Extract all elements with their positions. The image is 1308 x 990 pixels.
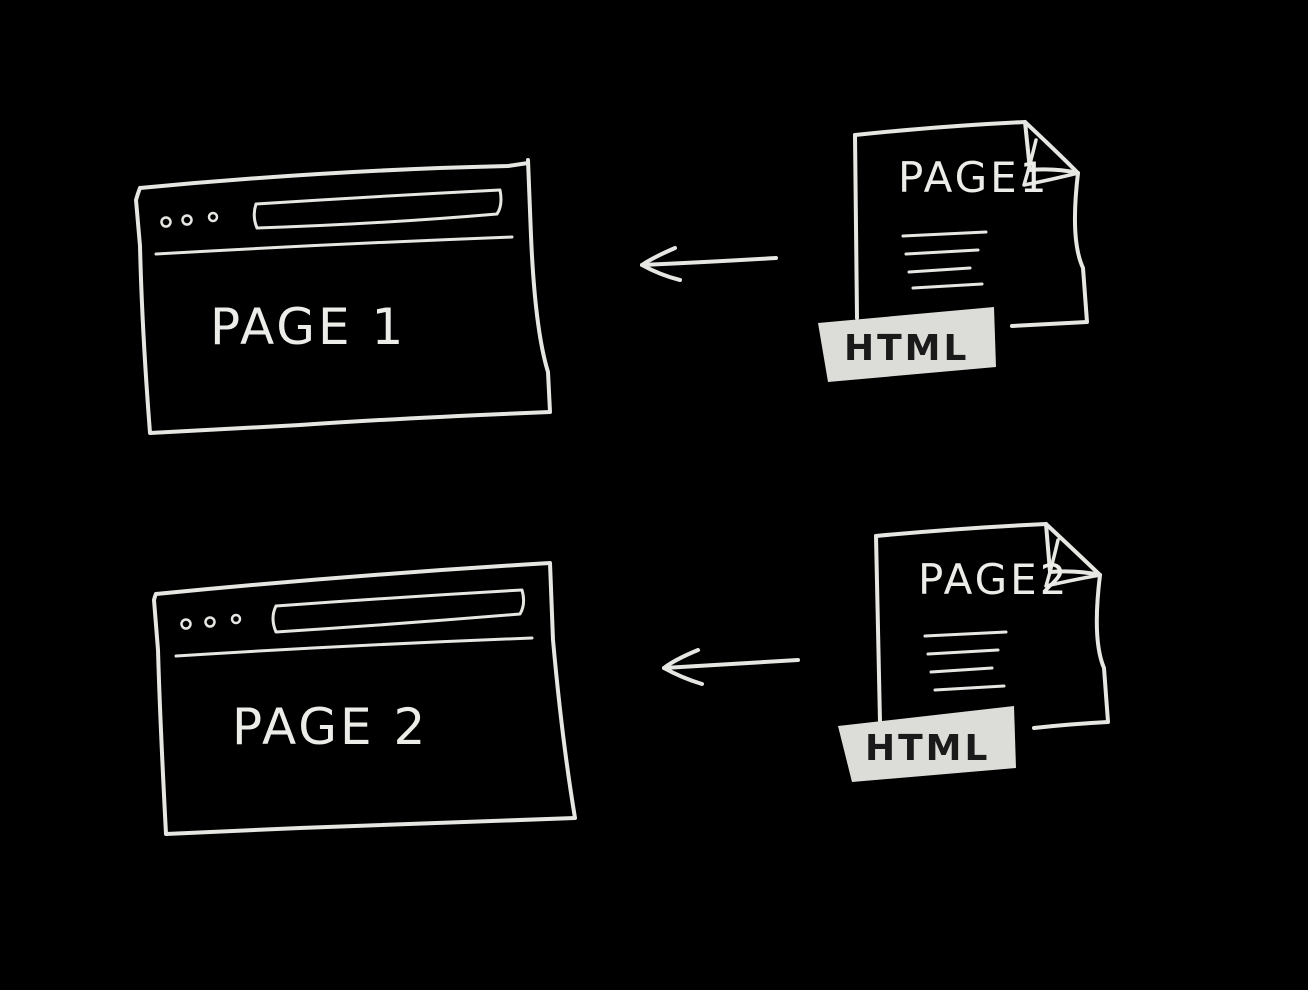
- text-lines: [901, 230, 988, 290]
- address-bar: [271, 588, 526, 634]
- svg-text:HTML: HTML: [844, 328, 969, 369]
- document-label: PAGE2: [918, 555, 1069, 604]
- address-bar: [252, 188, 503, 230]
- browser-page-label: PAGE 1: [210, 298, 406, 356]
- file-document-icon: PAGE2 HTML: [838, 522, 1110, 782]
- window-dots-icon: [160, 211, 219, 228]
- file-document-icon: PAGE1 HTML: [818, 120, 1089, 382]
- html-tag: HTML: [838, 706, 1016, 782]
- text-lines: [923, 630, 1008, 692]
- arrow-left-icon: [662, 648, 800, 686]
- toolbar-divider: [174, 636, 534, 658]
- window-dots-icon: [180, 613, 242, 630]
- svg-text:HTML: HTML: [865, 728, 990, 769]
- arrow-left-icon: [640, 246, 778, 282]
- browser-window-1: PAGE 1: [134, 158, 552, 435]
- document-label: PAGE1: [898, 153, 1049, 202]
- browser-page-label: PAGE 2: [232, 698, 428, 756]
- toolbar-divider: [154, 235, 514, 256]
- html-tag: HTML: [818, 307, 996, 382]
- browser-window-2: PAGE 2: [152, 561, 577, 836]
